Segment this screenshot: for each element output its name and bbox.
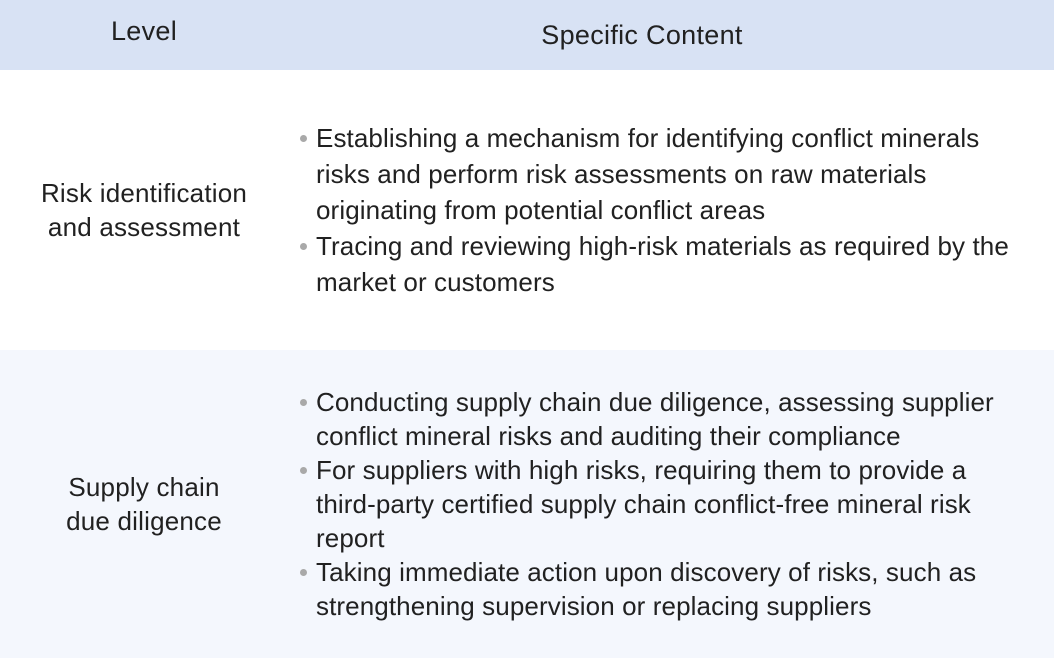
level-label-line: Supply chain <box>68 472 220 502</box>
bullet-text: Establishing a mechanism for identifying… <box>316 123 980 225</box>
bullet-text: For suppliers with high risks, requiring… <box>316 455 971 553</box>
bullet-dot-icon <box>300 399 307 406</box>
bullet-text: Conducting supply chain due diligence, a… <box>316 387 994 451</box>
bullet-list: Establishing a mechanism for identifying… <box>288 120 1011 300</box>
bullet-item: For suppliers with high risks, requiring… <box>300 453 1011 555</box>
bullet-list: Conducting supply chain due diligence, a… <box>288 385 1011 623</box>
content-cell-supply-chain: Conducting supply chain due diligence, a… <box>288 350 1054 658</box>
header-cell-level: Level <box>0 0 288 70</box>
bullet-item: Taking immediate action upon discovery o… <box>300 555 1011 623</box>
level-label: Supply chain due diligence <box>66 470 222 538</box>
bullet-dot-icon <box>300 243 307 250</box>
table-row-risk-identification: Risk identification and assessment Estab… <box>0 70 1054 350</box>
header-cell-content: Specific Content <box>288 0 1054 70</box>
level-label-line: and assessment <box>47 212 241 242</box>
header-level-label: Level <box>110 15 178 46</box>
bullet-text: Taking immediate action upon discovery o… <box>316 557 977 621</box>
level-label-line: due diligence <box>66 506 222 536</box>
bullet-text: Tracing and reviewing high-risk material… <box>316 231 1009 297</box>
level-label: Risk identification and assessment <box>41 176 247 244</box>
bullet-dot-icon <box>300 467 307 474</box>
level-cell-risk-identification: Risk identification and assessment <box>0 70 288 350</box>
bullet-item: Conducting supply chain due diligence, a… <box>300 385 1011 453</box>
bullet-item: Establishing a mechanism for identifying… <box>300 120 1011 228</box>
header-content-label: Specific Content <box>541 19 743 50</box>
table-row-supply-chain: Supply chain due diligence Conducting su… <box>0 350 1054 658</box>
table-header-row: Level Specific Content <box>0 0 1054 70</box>
content-cell-risk-identification: Establishing a mechanism for identifying… <box>288 70 1054 350</box>
bullet-item: Tracing and reviewing high-risk material… <box>300 228 1011 300</box>
level-label-line: Risk identification <box>40 178 248 208</box>
bullet-dot-icon <box>300 135 307 142</box>
bullet-dot-icon <box>300 569 307 576</box>
level-cell-supply-chain: Supply chain due diligence <box>0 350 288 658</box>
